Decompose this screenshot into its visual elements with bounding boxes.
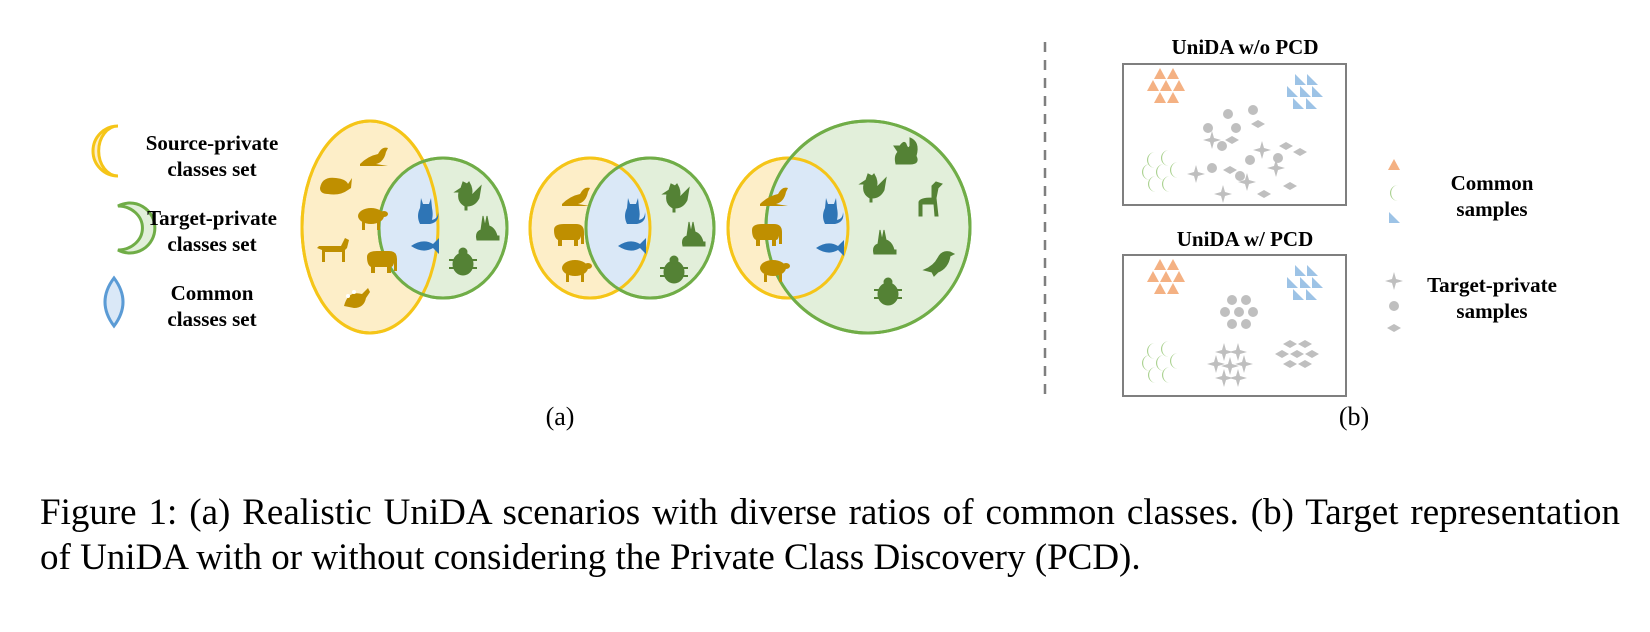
circle-sample (1234, 307, 1244, 317)
circle-sample (1273, 153, 1283, 163)
circle-sample (1203, 123, 1213, 133)
plot-without-pcd (1122, 63, 1347, 206)
legend-common-line2: classes set (167, 307, 256, 331)
circle-sample (1227, 319, 1237, 329)
circle-sample (1245, 155, 1255, 165)
right-triangle-marker-icon (1389, 212, 1400, 223)
circle-sample (1207, 163, 1217, 173)
diamond-marker-icon (1387, 324, 1401, 332)
common-shape-icon (103, 275, 125, 329)
circle-sample (1241, 295, 1251, 305)
legend-source-private-line2: classes set (167, 157, 256, 181)
circle-sample (1241, 319, 1251, 329)
panel-b-bottom-title: UniDA w/ PCD (1177, 227, 1314, 251)
panel-b-label: (b) (1339, 402, 1369, 431)
samples-without-pcd (1142, 68, 1323, 203)
legend-target-private: Target-private classes set (117, 201, 277, 256)
legend-common-samples-line1: Common (1451, 171, 1534, 195)
venn-scenario-1 (300, 119, 509, 335)
legend-common-samples: Common samples (1388, 159, 1534, 223)
source-private-shape-icon (91, 124, 119, 178)
circle-sample (1248, 307, 1258, 317)
moon-marker-icon (1390, 185, 1398, 201)
circle-sample (1231, 123, 1241, 133)
legend-target-private-samples: Target-private samples (1385, 272, 1557, 332)
venn-scenario-3 (726, 119, 972, 335)
figure-1: Source-private classes set Target-privat… (91, 35, 1557, 431)
triangle-marker-icon (1388, 159, 1400, 170)
legend-target-private-line1: Target-private (147, 206, 277, 230)
star-marker-icon (1385, 272, 1403, 290)
circle-sample (1217, 141, 1227, 151)
circle-sample (1227, 295, 1237, 305)
legend-common-line1: Common (171, 281, 254, 305)
panel-b-top-title: UniDA w/o PCD (1171, 35, 1318, 59)
legend-target-private-line2: classes set (167, 232, 256, 256)
target-private-shape-icon (117, 201, 157, 255)
legend-target-private-samples-line1: Target-private (1427, 273, 1557, 297)
legend-common-samples-line2: samples (1456, 197, 1527, 221)
circle-sample (1220, 307, 1230, 317)
circle-sample (1235, 171, 1245, 181)
circle-marker-icon (1389, 301, 1399, 311)
legend-source-private: Source-private classes set (91, 124, 279, 181)
venn-scenario-2 (528, 156, 716, 300)
legend-common: Common classes set (103, 275, 257, 331)
figure-caption: Figure 1: (a) Realistic UniDA scenarios … (40, 492, 1620, 578)
samples-with-pcd (1142, 259, 1323, 387)
circle-sample (1248, 105, 1258, 115)
circle-sample (1223, 109, 1233, 119)
panel-a-label: (a) (546, 402, 575, 431)
legend-target-private-samples-line2: samples (1456, 299, 1527, 323)
legend-source-private-line1: Source-private (146, 131, 279, 155)
